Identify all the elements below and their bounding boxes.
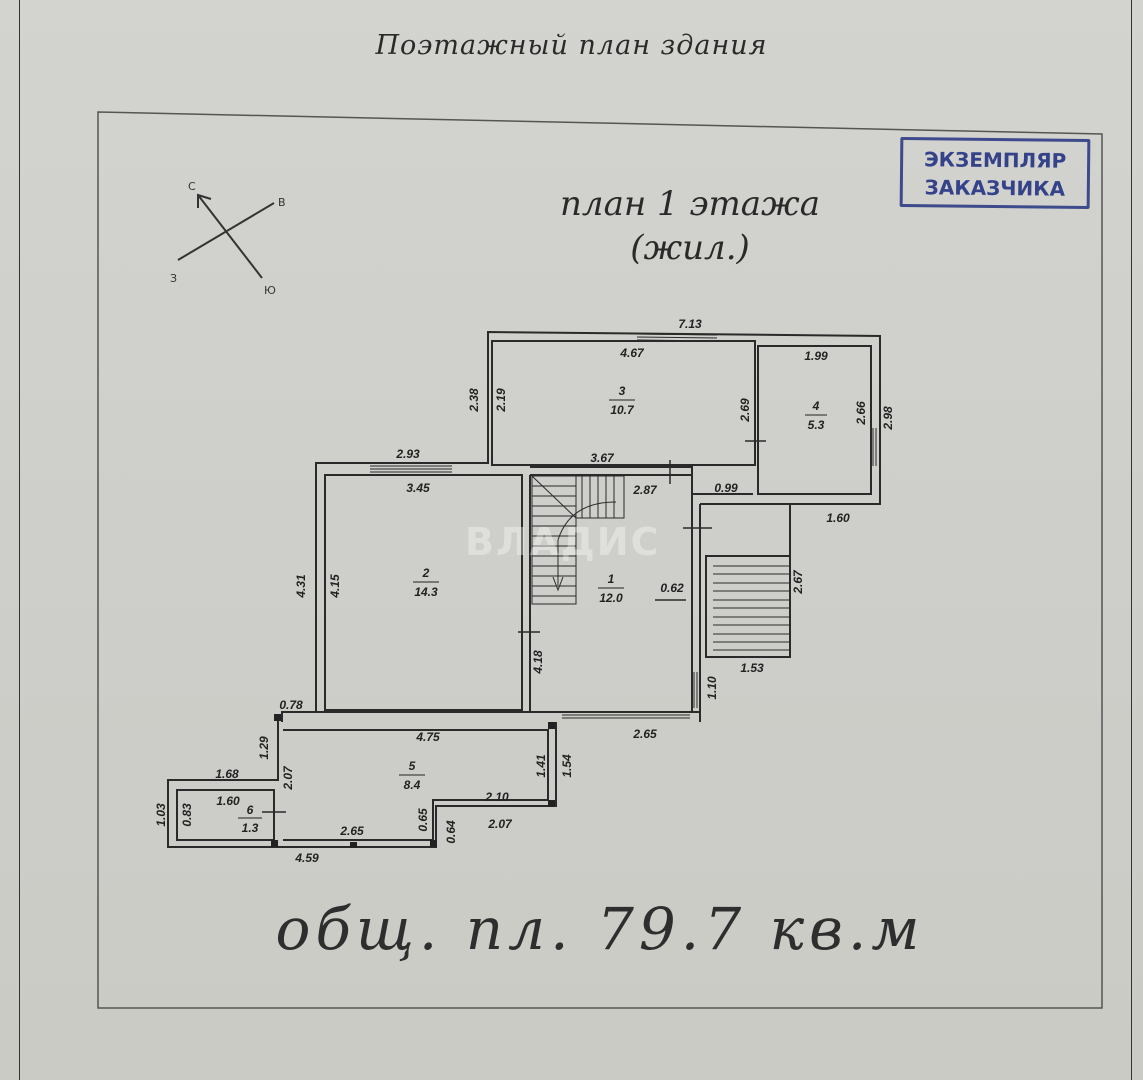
plan-title: план 1 этажа (жил.) <box>520 182 860 270</box>
watermark: ВЛАДИС <box>465 520 661 564</box>
dim-label: 1.54 <box>560 754 574 778</box>
dim-label: 0.65 <box>416 808 430 832</box>
dim-label: 1.53 <box>740 661 764 675</box>
room-1-number: 1 <box>608 572 615 586</box>
dim-label: 1.60 <box>216 794 240 808</box>
dim-label: 0.62 <box>660 581 684 595</box>
plan-frame <box>97 111 1103 1009</box>
room-1-area: 12.0 <box>599 591 623 605</box>
compass-south-label: Ю <box>264 284 276 297</box>
dim-label: 1.29 <box>257 736 271 760</box>
room-5-area: 8.4 <box>404 778 421 792</box>
dim-label: 2.66 <box>854 401 868 426</box>
dim-label: 3.67 <box>590 451 615 465</box>
room-5-number: 5 <box>409 759 416 773</box>
dim-label: 1.60 <box>826 511 850 525</box>
dim-label: 4.75 <box>415 730 440 744</box>
dim-label: 4.15 <box>328 574 342 599</box>
dim-label: 4.31 <box>294 574 308 599</box>
dim-label: 1.99 <box>804 349 828 363</box>
dim-label: 2.98 <box>881 406 895 431</box>
dim-label: 1.03 <box>154 803 168 827</box>
dim-label: 2.38 <box>467 388 481 413</box>
dim-label: 0.78 <box>279 698 303 712</box>
dim-label: 4.67 <box>619 346 645 360</box>
dim-label: 2.67 <box>791 569 805 595</box>
dim-label: 1.41 <box>534 754 548 778</box>
dim-label: 7.13 <box>678 317 702 331</box>
page-title: Поэтажный план здания <box>375 30 768 61</box>
compass-east-label: В <box>278 196 286 209</box>
plan-title-line-2: (жил.) <box>630 228 750 268</box>
room-2-number: 2 <box>422 566 430 580</box>
page-border-right <box>1131 0 1132 1080</box>
compass-north-label: С <box>188 180 196 193</box>
page-border-left <box>19 0 20 1080</box>
dim-label: 0.64 <box>444 820 458 844</box>
room-2-area: 14.3 <box>414 585 438 599</box>
dim-label: 2.87 <box>632 483 658 497</box>
dim-label: 2.10 <box>484 790 509 804</box>
dim-label: 0.99 <box>714 481 738 495</box>
dim-label: 1.68 <box>215 767 239 781</box>
dim-label: 1.10 <box>705 676 719 700</box>
dim-label: 2.19 <box>494 388 508 413</box>
room-3-number: 3 <box>619 384 626 398</box>
dim-label: 3.45 <box>406 481 430 495</box>
compass-rose: С В Ю З <box>170 180 286 297</box>
dim-label: 0.83 <box>180 803 194 827</box>
dim-label: 2.65 <box>339 824 364 838</box>
compass-west-label: З <box>170 272 177 285</box>
room-6-area: 1.3 <box>242 821 259 835</box>
dim-label: 2.69 <box>738 398 752 423</box>
room-4-number: 4 <box>812 399 820 413</box>
dim-label: 2.07 <box>281 765 295 791</box>
dim-label: 4.59 <box>294 851 319 865</box>
dim-label: 2.65 <box>632 727 657 741</box>
dim-label: 4.18 <box>531 650 545 675</box>
dim-label: 2.07 <box>487 817 513 831</box>
room-6-number: 6 <box>247 803 254 817</box>
room-4-area: 5.3 <box>808 418 825 432</box>
plan-title-line-1: план 1 этажа <box>560 184 820 224</box>
room-3-area: 10.7 <box>610 403 635 417</box>
total-area: общ. пл. 79.7 кв.м <box>275 895 925 963</box>
dim-label: 2.93 <box>395 447 420 461</box>
